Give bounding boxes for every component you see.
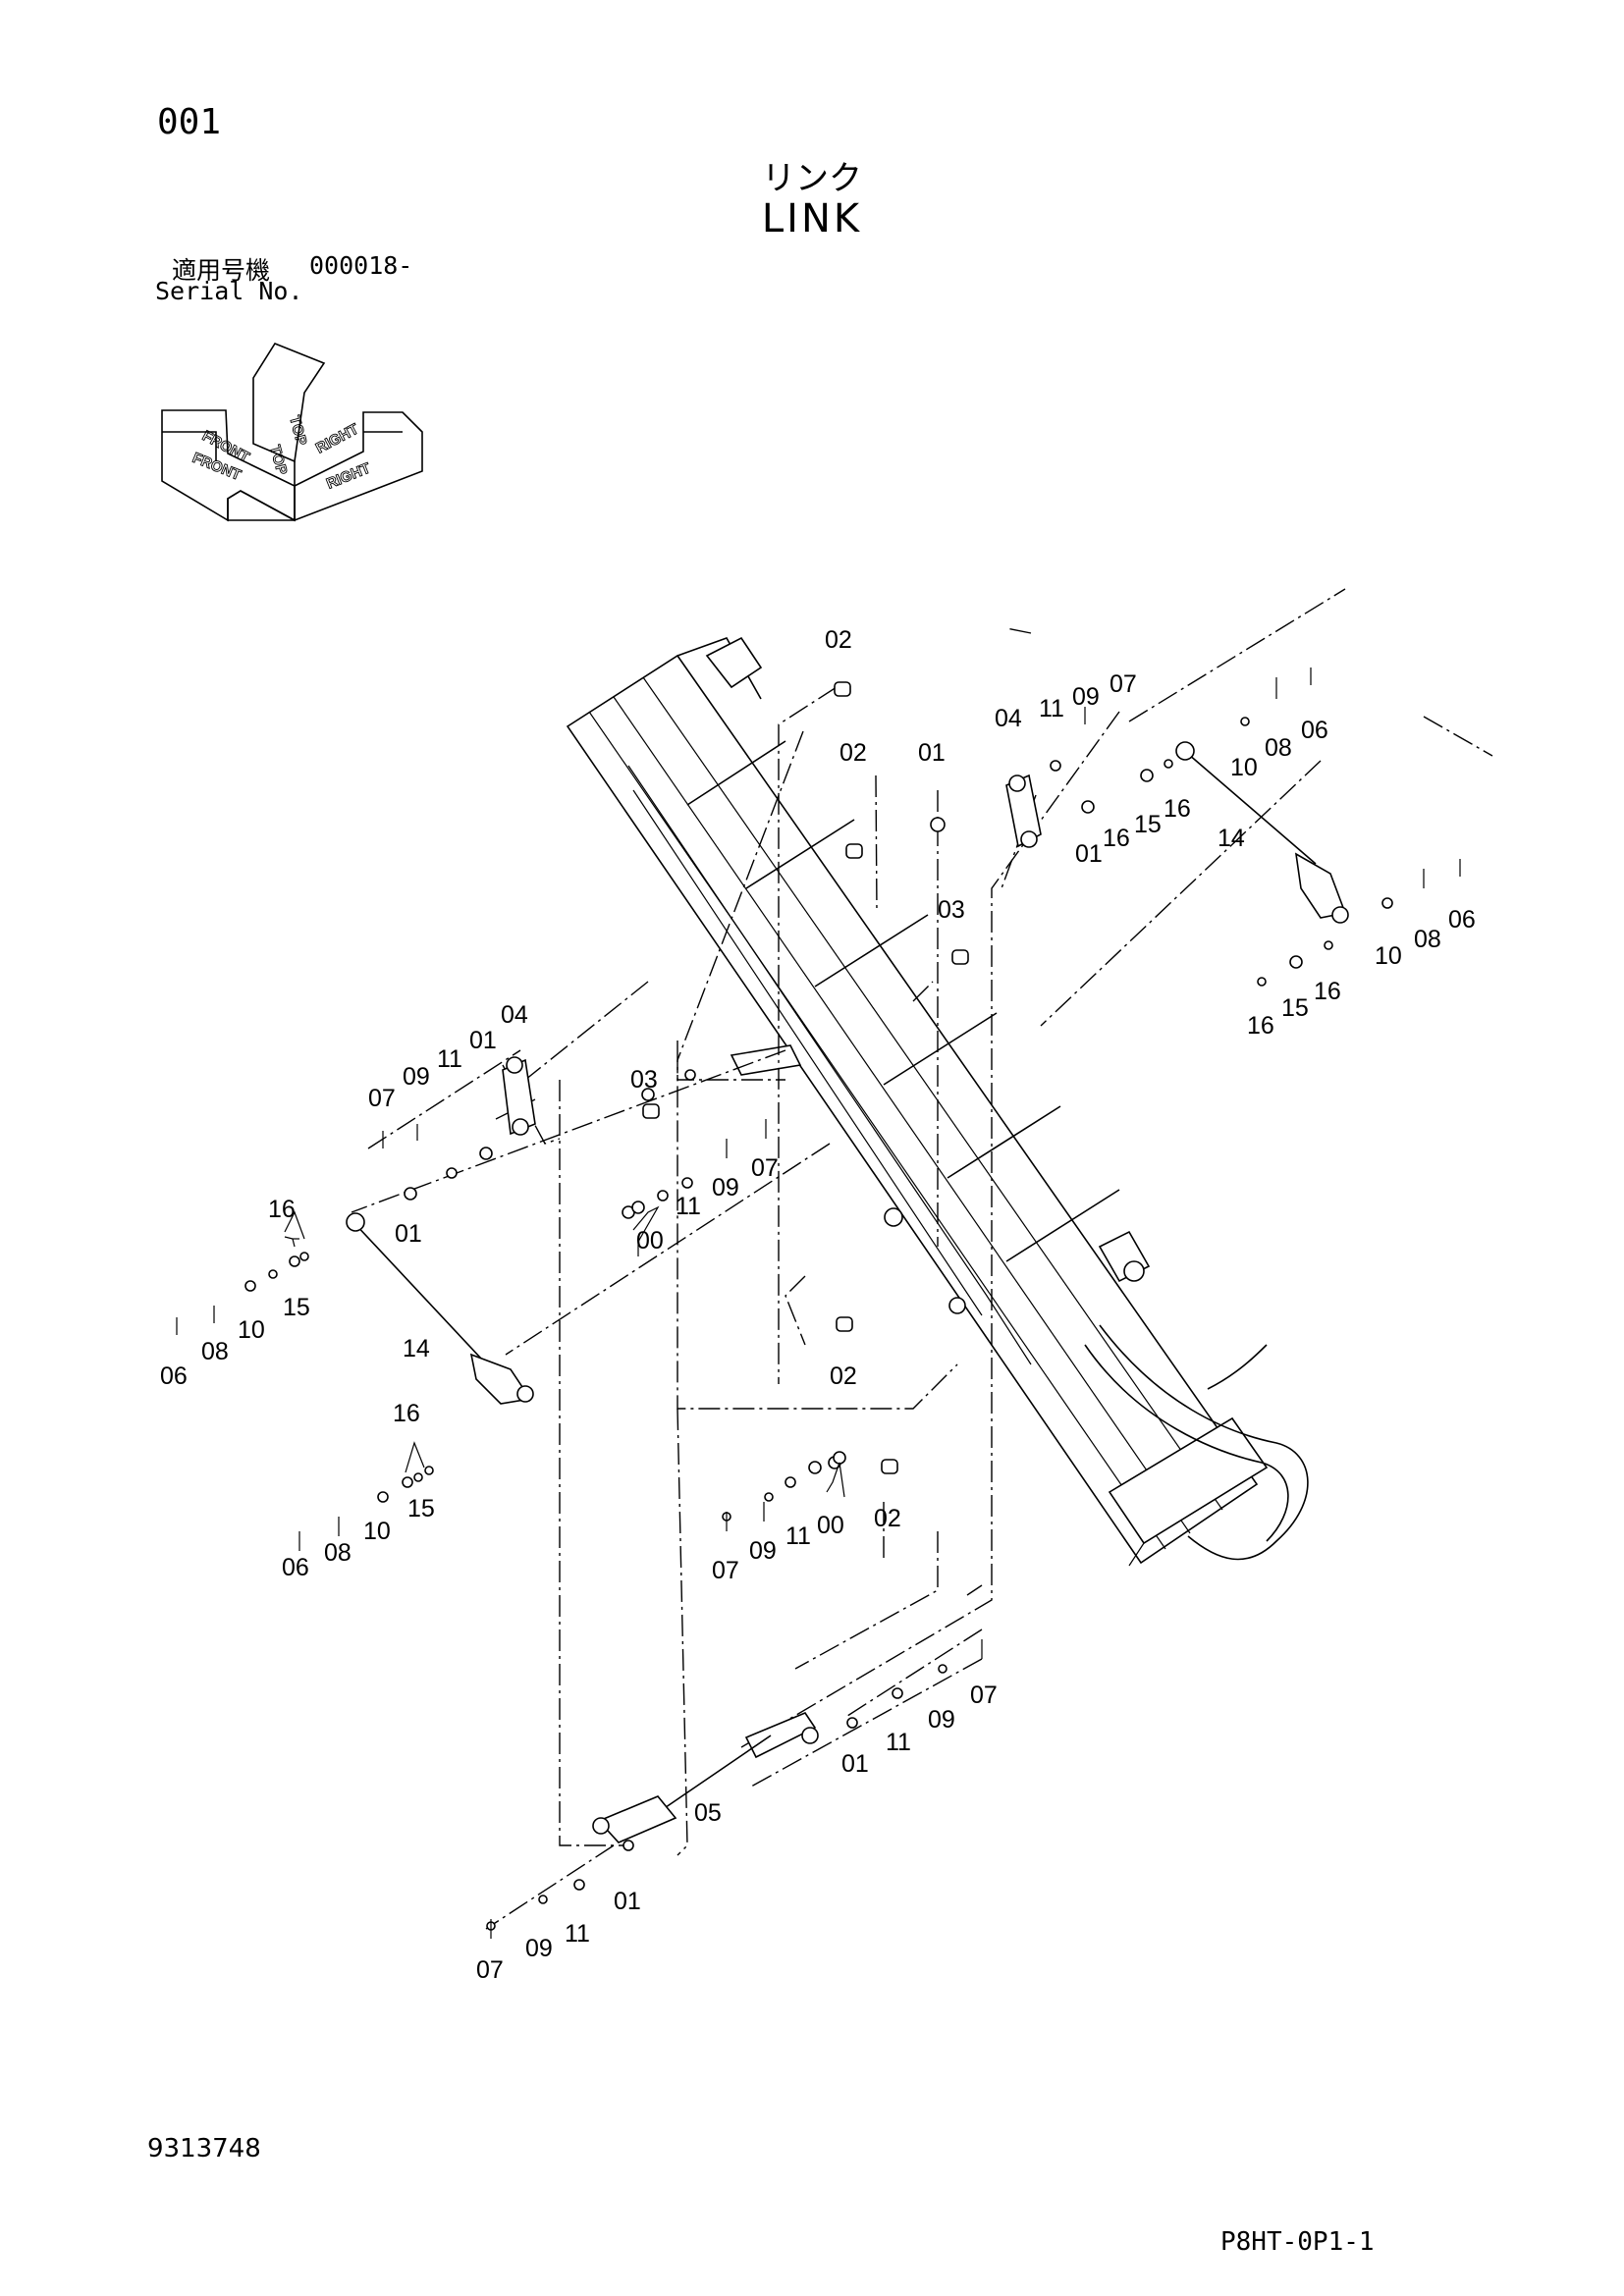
callout-label: 14 bbox=[403, 1335, 430, 1362]
callout-label: 01 bbox=[614, 1888, 641, 1915]
callout-label: 16 bbox=[1164, 795, 1191, 823]
callout-label: 01 bbox=[469, 1027, 497, 1054]
callout-label: 08 bbox=[1265, 734, 1292, 762]
callout-label: 07 bbox=[476, 1956, 504, 1984]
callout-label: 06 bbox=[1301, 717, 1328, 744]
upper-left-link-group bbox=[176, 1056, 898, 1551]
boom-assembly bbox=[566, 636, 1309, 1567]
callout-label: 03 bbox=[938, 896, 965, 924]
callout-label: 01 bbox=[918, 739, 946, 767]
callout-label: 06 bbox=[160, 1362, 188, 1390]
callout-label: 16 bbox=[1103, 825, 1130, 852]
callout-label: 08 bbox=[1414, 926, 1441, 953]
callout-label: 03 bbox=[630, 1066, 658, 1094]
callout-label: 01 bbox=[1075, 840, 1103, 868]
orientation-top-label: TOP bbox=[286, 414, 309, 448]
title-english: LINK bbox=[761, 196, 863, 241]
callout-label: 10 bbox=[238, 1316, 265, 1344]
callout-label: 16 bbox=[393, 1400, 420, 1427]
callout-label: 10 bbox=[1230, 754, 1258, 781]
leader-lines bbox=[284, 1205, 845, 1498]
callout-label: 09 bbox=[749, 1537, 777, 1565]
orientation-indicator: FRONT FRONT TOP TOP RIGHT RIGHT bbox=[161, 343, 423, 522]
callout-label: 02 bbox=[874, 1505, 901, 1532]
callout-label: 10 bbox=[1375, 942, 1402, 970]
callout-label: 07 bbox=[751, 1154, 779, 1182]
assembly-lines bbox=[351, 588, 1493, 1930]
callout-label: 09 bbox=[403, 1063, 430, 1091]
page-code: P8HT-0P1-1 bbox=[1220, 2227, 1375, 2257]
serial-label-english: Serial No. bbox=[155, 277, 303, 305]
upper-right-link-group bbox=[834, 667, 1461, 987]
callout-label: 09 bbox=[1072, 683, 1100, 711]
callout-label: 14 bbox=[1218, 825, 1245, 852]
callout-label: 07 bbox=[712, 1557, 739, 1584]
callout-label: 07 bbox=[1110, 670, 1137, 698]
callout-label: 02 bbox=[839, 739, 867, 767]
callout-labels: 02 02 01 04 11 09 07 10 08 06 01 16 15 1… bbox=[160, 626, 1476, 1984]
callout-label: 00 bbox=[817, 1512, 844, 1539]
serial-range: 000018- bbox=[309, 251, 413, 280]
title-japanese: リンク bbox=[762, 159, 862, 198]
callout-label: 15 bbox=[1134, 811, 1162, 838]
callout-label: 08 bbox=[324, 1539, 352, 1567]
callout-label: 04 bbox=[501, 1001, 528, 1029]
callout-label: 01 bbox=[841, 1750, 869, 1778]
callout-label: 16 bbox=[1247, 1012, 1274, 1040]
callout-label: 09 bbox=[928, 1706, 955, 1734]
callout-label: 11 bbox=[785, 1522, 811, 1550]
callout-label: 16 bbox=[1314, 978, 1341, 1005]
serial-label-japanese: 適用号機 bbox=[172, 256, 271, 285]
document-number: 9313748 bbox=[147, 2134, 261, 2163]
orientation-right-label-lower: RIGHT bbox=[324, 459, 373, 492]
callout-label: 09 bbox=[525, 1935, 553, 1962]
orientation-right-label: RIGHT bbox=[313, 421, 361, 457]
callout-label: 15 bbox=[283, 1294, 310, 1321]
callout-label: 15 bbox=[407, 1495, 435, 1522]
callout-label: 07 bbox=[368, 1085, 396, 1112]
lower-link-group bbox=[486, 1451, 983, 1939]
callout-label: 11 bbox=[565, 1920, 590, 1948]
callout-label: 05 bbox=[694, 1799, 722, 1827]
callout-label: 06 bbox=[282, 1554, 309, 1581]
callout-label: 04 bbox=[995, 705, 1022, 732]
callout-label: 09 bbox=[712, 1174, 739, 1201]
callout-label: 11 bbox=[1039, 695, 1064, 722]
callout-label: 11 bbox=[886, 1729, 911, 1756]
callout-label: 00 bbox=[636, 1227, 664, 1255]
callout-label: 11 bbox=[437, 1045, 462, 1073]
callout-label: 01 bbox=[395, 1220, 422, 1248]
callout-label: 02 bbox=[830, 1362, 857, 1390]
callout-label: 08 bbox=[201, 1338, 229, 1365]
callout-label: 10 bbox=[363, 1518, 391, 1545]
callout-label: 06 bbox=[1448, 906, 1476, 934]
callout-label: 15 bbox=[1281, 994, 1309, 1022]
callout-label: 11 bbox=[676, 1193, 701, 1220]
orientation-top-label-lower: TOP bbox=[266, 444, 290, 477]
callout-label: 07 bbox=[970, 1682, 998, 1709]
callout-label: 02 bbox=[825, 626, 852, 654]
page-number: 001 bbox=[157, 102, 222, 142]
callout-label: 16 bbox=[268, 1196, 296, 1223]
